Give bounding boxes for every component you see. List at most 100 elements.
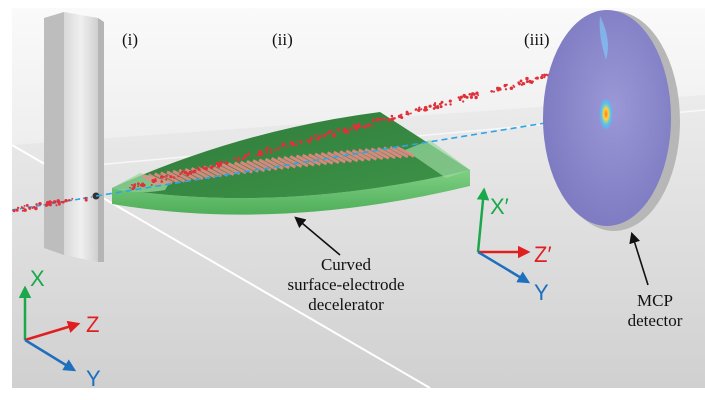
molecule-dot (151, 179, 155, 183)
electrode-stripe (295, 154, 315, 167)
electrode-stripe (320, 151, 340, 164)
molecule-dot (142, 185, 145, 188)
molecule-dot (210, 166, 214, 170)
molecule-dot (316, 137, 320, 141)
molecule-dot (160, 175, 164, 179)
electrode-stripe (358, 148, 378, 161)
incoming-molecule-dot (62, 200, 65, 204)
molecule-dot (150, 184, 153, 186)
molecule-dot (458, 96, 461, 100)
molecule-dot (475, 91, 479, 95)
molecule-dot (305, 139, 308, 142)
electrode-stripe (141, 174, 161, 187)
molecule-dot (347, 129, 350, 132)
molecule-dot (444, 103, 448, 106)
molecule-dot (393, 117, 396, 120)
molecule-dot (286, 145, 289, 148)
molecule-dot (237, 160, 240, 163)
molecule-dot (274, 148, 277, 152)
incoming-molecule-dot (58, 201, 61, 203)
molecule-dot (474, 95, 478, 100)
molecule-dot (265, 150, 269, 154)
incoming-molecule-dot (38, 201, 42, 206)
molecule-dot (198, 168, 201, 172)
molecule-dot (331, 134, 334, 137)
detector-pointer-arrow (629, 231, 649, 286)
incoming-molecule-dot (23, 209, 27, 212)
label-decelerator: (ii) (272, 30, 293, 49)
molecule-dot (417, 108, 421, 112)
molecule-dot (258, 149, 262, 153)
molecule-dot (130, 183, 133, 186)
decelerator-caption-line3: decelerator (308, 295, 384, 314)
molecule-dot (530, 80, 534, 84)
molecule-dot (423, 105, 428, 110)
label-detector: (iii) (524, 30, 550, 49)
molecule-dot (463, 96, 466, 98)
electrode-stripe (196, 166, 216, 179)
electrode-stripe (153, 172, 174, 185)
decelerator-caption-line1: Curved (321, 255, 372, 274)
molecule-dot (343, 130, 347, 134)
molecule-dot (162, 175, 165, 178)
rotated-x-axis-arrow (476, 187, 490, 253)
molecule-dot (181, 170, 184, 173)
lab-z-axis-arrow (24, 320, 81, 342)
electrode-stripe (389, 146, 409, 159)
incoming-molecule-dot (25, 203, 29, 207)
molecule-dot (438, 102, 442, 106)
lab-y-label: Y (86, 366, 101, 391)
incoming-molecule-dot (67, 198, 71, 202)
electrode-stripe (339, 150, 359, 163)
incoming-molecules (12, 196, 88, 213)
molecule-dot (368, 123, 372, 127)
molecule-dot (390, 117, 395, 122)
molecule-dot (432, 107, 436, 110)
electrode-array (141, 145, 415, 187)
molecule-dot (186, 172, 190, 177)
molecule-dot (343, 127, 346, 131)
molecule-dot (519, 79, 523, 83)
molecule-dot (364, 125, 368, 129)
mcp-detector (543, 10, 680, 231)
molecule-dot (521, 81, 525, 86)
molecule-dot (349, 127, 352, 130)
molecule-dot (281, 145, 284, 148)
electrode-stripe (246, 160, 266, 173)
molecule-dot (177, 175, 180, 178)
molecule-dot (165, 174, 168, 178)
molecule-dot (233, 157, 236, 160)
molecule-dot (299, 140, 303, 144)
molecule-dot (307, 139, 312, 144)
molecule-dot (192, 171, 195, 174)
molecule-dot (154, 179, 157, 183)
molecule-dot (470, 94, 473, 97)
rotated-x-label: X′ (490, 194, 509, 219)
electrode-stripe (364, 148, 384, 161)
molecule-dot (315, 137, 317, 140)
molecule-dot (246, 153, 249, 156)
molecule-dot (540, 75, 544, 80)
incoming-molecule-dot (47, 202, 52, 206)
molecule-dot (243, 154, 247, 158)
molecule-dot (265, 146, 269, 150)
molecule-dot (423, 108, 427, 112)
electrode-stripe (258, 158, 278, 171)
molecule-dot (354, 125, 358, 129)
molecule-dot (277, 147, 280, 150)
incoming-molecule-dot (34, 206, 38, 211)
molecule-dot (357, 122, 361, 126)
electrode-stripe (283, 155, 303, 168)
mcp-streak (599, 16, 608, 60)
incoming-molecule-dot (15, 208, 19, 212)
molecule-dot (332, 131, 336, 134)
mcp-impact-spot (599, 98, 613, 130)
molecule-dot (132, 184, 136, 188)
molecule-dot (509, 86, 514, 90)
electrode-stripe (301, 153, 322, 166)
molecule-dot (326, 131, 330, 134)
molecule-dot (414, 108, 418, 111)
detector-caption-line1: MCP (637, 291, 673, 310)
electrode-stripe (289, 155, 309, 168)
molecule-dot (503, 83, 507, 87)
